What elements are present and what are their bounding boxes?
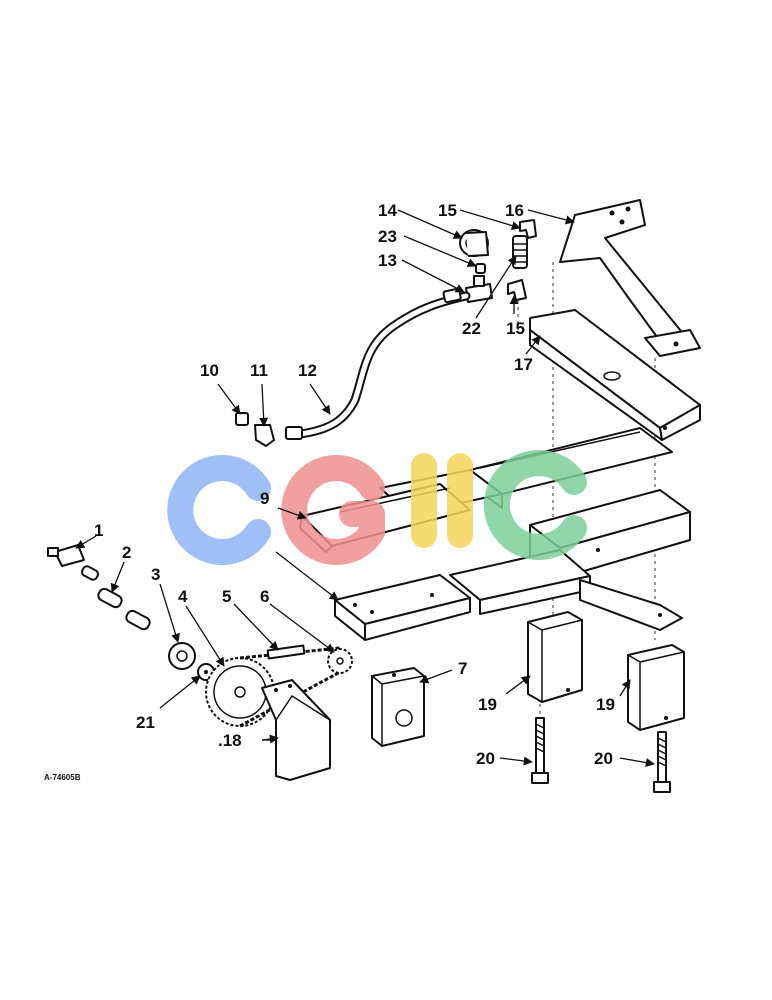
callout-2: 2 <box>122 543 131 562</box>
callout-9: 9 <box>260 489 269 508</box>
elbow-fitting-15-upper <box>519 219 537 239</box>
spacers-2 <box>80 565 151 631</box>
callout-22: 22 <box>462 319 481 338</box>
bolt-20-right <box>653 731 671 793</box>
fitting-10 <box>235 412 249 426</box>
callout-1: 1 <box>94 521 103 540</box>
support-bracket-19-left <box>527 611 583 703</box>
callout-21: 21 <box>136 713 155 732</box>
bolt-20-left <box>531 717 549 784</box>
sprocket-3 <box>168 642 196 670</box>
bearing-plate-7 <box>371 667 425 747</box>
channel-section-8 <box>334 574 471 641</box>
callout-20-left: 20 <box>476 749 495 768</box>
bushing-23 <box>475 263 486 274</box>
channel-lower <box>449 549 683 631</box>
callout-7: 7 <box>458 659 467 678</box>
callout-5: 5 <box>222 587 231 606</box>
callout-12: 12 <box>298 361 317 380</box>
watermark-logo <box>167 450 587 565</box>
callout-23: 23 <box>378 227 397 246</box>
elbow-11 <box>254 424 275 447</box>
callout-6: 6 <box>260 587 269 606</box>
callout-17: 17 <box>514 355 533 374</box>
leader-lines <box>75 209 655 768</box>
small-sprocket-6 <box>327 648 353 674</box>
figure-id: A-74605B <box>44 773 81 782</box>
callout-15-upper: 15 <box>438 201 457 220</box>
elbow-fitting-15-lower <box>507 279 527 301</box>
callout-4: 4 <box>178 587 188 606</box>
angle-channel-17 <box>529 309 701 441</box>
callout-19-right: 19 <box>596 695 615 714</box>
callout-19-left: 19 <box>478 695 497 714</box>
callout-labels: 1 2 3 4 5 6 7 .18 9 10 11 12 13 14 15 16… <box>94 201 615 768</box>
callout-14: 14 <box>378 201 397 220</box>
callout-10: 10 <box>200 361 219 380</box>
hose-12 <box>285 287 471 440</box>
callout-15-lower: 15 <box>506 319 525 338</box>
chain-guard-18 <box>261 679 331 781</box>
mounting-bracket-16 <box>559 199 701 357</box>
callout-13: 13 <box>378 251 397 270</box>
callout-3: 3 <box>151 565 160 584</box>
callout-20-right: 20 <box>594 749 613 768</box>
pressure-gauge-14 <box>459 229 489 257</box>
support-bracket-19-right <box>627 644 685 731</box>
callout-18: .18 <box>218 731 242 750</box>
shaft-end-1 <box>47 544 85 567</box>
nipple-22 <box>512 235 528 269</box>
callout-11: 11 <box>250 361 268 380</box>
callout-16: 16 <box>505 201 524 220</box>
